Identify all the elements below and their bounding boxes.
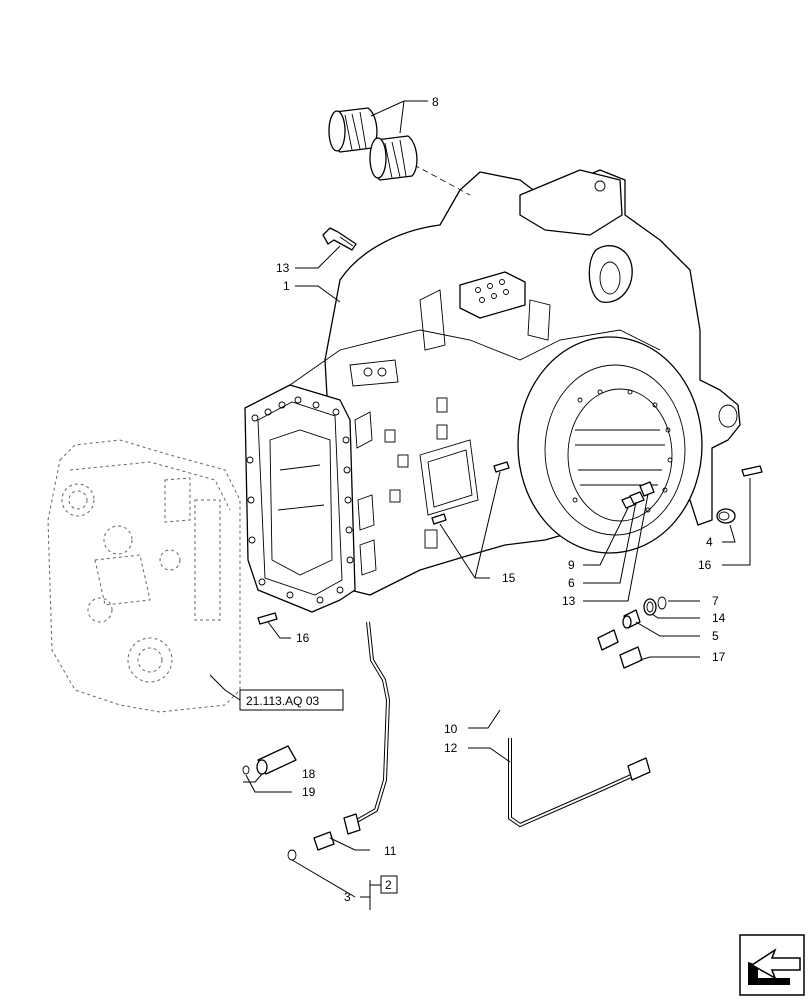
callout-19: 19 bbox=[302, 785, 316, 799]
callout-18: 18 bbox=[302, 767, 316, 781]
callout-6: 6 bbox=[568, 576, 575, 590]
callout-9: 9 bbox=[568, 558, 575, 572]
adjacent-housing-ghost bbox=[47, 439, 241, 713]
callout-11: 11 bbox=[384, 844, 397, 858]
callout-1: 1 bbox=[283, 279, 290, 293]
plug-4 bbox=[716, 508, 736, 524]
oil-pipe-11 bbox=[343, 621, 391, 835]
fitting-3 bbox=[287, 831, 335, 861]
pins-15 bbox=[431, 461, 510, 525]
callout-8: 8 bbox=[432, 95, 439, 109]
oil-pipe-12 bbox=[508, 738, 651, 828]
callout-13-right: 13 bbox=[562, 594, 576, 608]
callout-17: 17 bbox=[712, 650, 726, 664]
callout-14: 14 bbox=[712, 611, 726, 625]
reference-label[interactable]: 21.113.AQ 03 bbox=[246, 694, 319, 708]
callout-labels: 8 13 1 16 18 19 11 3 2 10 12 15 9 6 13 7… bbox=[276, 95, 726, 904]
dowel-pin-16-right bbox=[741, 465, 763, 477]
callout-16-right: 16 bbox=[698, 558, 712, 572]
oil-pipe-10 bbox=[455, 608, 643, 720]
callout-16-left: 16 bbox=[296, 631, 310, 645]
reference-link[interactable]: 21.113.AQ 03 bbox=[239, 689, 344, 711]
fitting-5-14-7 bbox=[622, 596, 667, 629]
callout-13-top: 13 bbox=[276, 261, 290, 275]
studs-9-6-13 bbox=[621, 481, 655, 509]
leader-lines bbox=[209, 100, 751, 910]
callout-15: 15 bbox=[502, 571, 516, 585]
shaft-18 bbox=[256, 745, 297, 775]
rear-axle-housing bbox=[244, 169, 741, 613]
dowel-pin-16-left bbox=[257, 612, 278, 625]
cap-screw-13 bbox=[322, 227, 357, 251]
callout-3: 3 bbox=[344, 890, 351, 904]
callout-4: 4 bbox=[706, 535, 713, 549]
callout-10: 10 bbox=[444, 722, 458, 736]
next-page-arrow-icon[interactable] bbox=[739, 934, 805, 996]
flange-bolt-holes bbox=[246, 396, 354, 604]
callout-2-box bbox=[380, 875, 398, 894]
callout-2: 2 bbox=[385, 878, 392, 892]
callout-5: 5 bbox=[712, 629, 719, 643]
ring-19 bbox=[242, 765, 250, 775]
callout-12: 12 bbox=[444, 741, 458, 755]
needle-bearings bbox=[328, 107, 418, 181]
callout-7: 7 bbox=[712, 594, 719, 608]
reference-box[interactable] bbox=[239, 689, 344, 711]
